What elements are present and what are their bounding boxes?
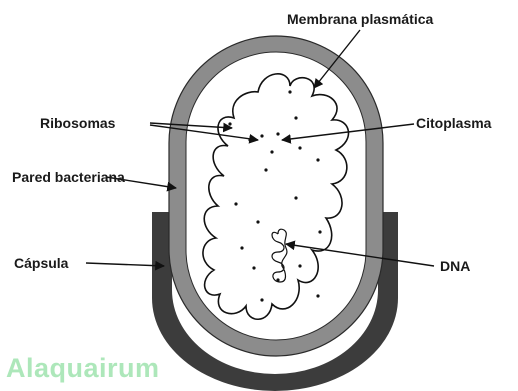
label-dna: DNA xyxy=(440,259,470,273)
label-ribosomas: Ribosomas xyxy=(40,116,115,130)
label-membrana-plasmatica: Membrana plasmática xyxy=(287,12,433,26)
label-capsula: Cápsula xyxy=(14,256,68,270)
watermark-logo: Alaquairum xyxy=(6,355,160,382)
cytoplasm-area xyxy=(186,52,366,340)
label-citoplasma: Citoplasma xyxy=(416,116,491,130)
label-pared-bacteriana: Pared bacteriana xyxy=(12,170,125,184)
